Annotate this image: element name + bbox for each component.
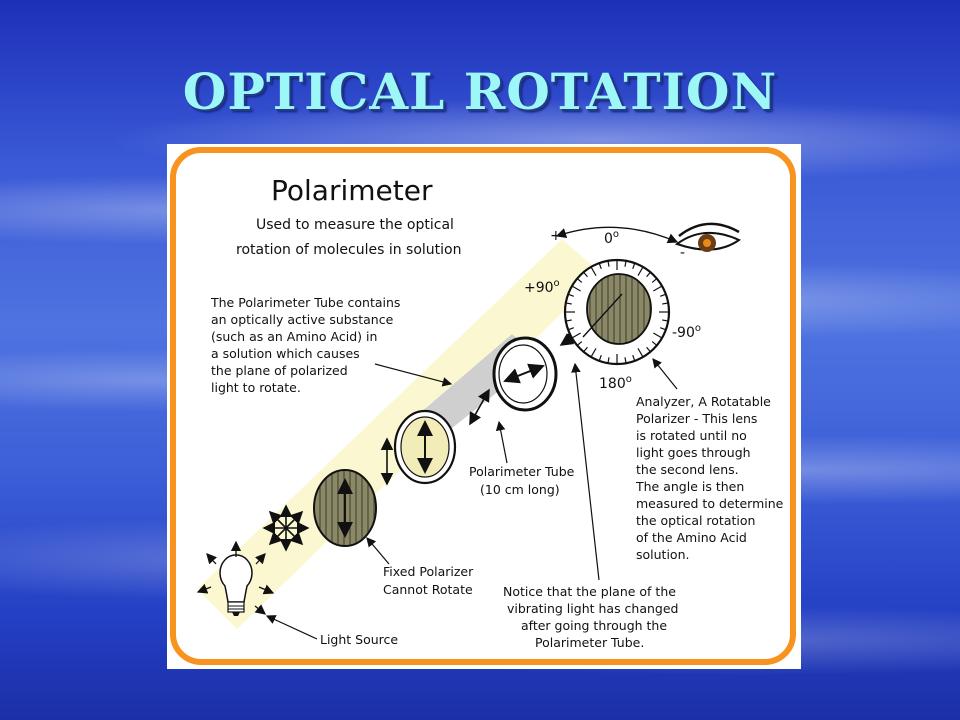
dial-tick — [624, 357, 627, 364]
dial-tick — [662, 319, 669, 322]
dial-label-180: 180o — [599, 374, 632, 392]
notice-line: Notice that the plane of the — [503, 584, 676, 599]
figure-heading: Polarimeter — [271, 174, 433, 207]
dial-tick — [660, 327, 667, 331]
dial-tick — [660, 293, 667, 297]
dial-label-plus90: +90o — [524, 278, 560, 296]
figure-subtitle-1: Used to measure the optical — [256, 217, 454, 233]
analyzer-note-line: is rotated until no — [636, 428, 747, 443]
dial-tick — [565, 319, 572, 322]
tube-label-2: (10 cm long) — [480, 482, 560, 497]
analyzer-note-line: of the Amino Acid — [636, 530, 747, 545]
slide-title: OPTICAL ROTATION — [182, 62, 778, 121]
dial-tick — [567, 327, 574, 331]
dial-tick — [637, 266, 644, 276]
tube-note-pointer — [374, 363, 453, 387]
analyzer-note-line: the second lens. — [636, 462, 739, 477]
figure-subtitle-2: rotation of molecules in solution — [236, 242, 461, 258]
dial-tick — [646, 271, 651, 278]
notice-line: Polarimeter Tube. — [535, 635, 644, 650]
dial-tick — [607, 357, 610, 364]
dial-tick — [590, 348, 597, 358]
fixed-polarizer-label-1: Fixed Polarizer — [383, 564, 474, 579]
dial-tick — [590, 266, 597, 276]
analyzer-note-line: solution. — [636, 547, 689, 562]
light-bulb-icon — [196, 540, 275, 616]
light-source-pointer — [265, 615, 318, 640]
notice-line: vibrating light has changed — [507, 601, 679, 616]
polarimeter-figure: + - 0o +90o -90o 180o Polarimeter Used t… — [167, 144, 801, 669]
notice-pointer — [571, 362, 600, 581]
dial-tick — [571, 332, 581, 339]
notice-note: Notice that the plane of the vibrating l… — [503, 584, 679, 650]
fixed-polarizer — [313, 469, 377, 547]
analyzer-note-line: Analyzer, A Rotatable — [636, 394, 771, 409]
dial-tick — [653, 332, 663, 339]
dial-tick — [646, 346, 651, 353]
eye-icon — [674, 222, 741, 252]
minus-mark: - — [680, 245, 685, 261]
dial-tick — [624, 260, 627, 267]
analyzer-dial — [563, 258, 671, 366]
tube-note-line: The Polarimeter Tube contains — [210, 295, 400, 310]
tube-note-line: an optically active substance — [211, 312, 394, 327]
tube-note-line: light to rotate. — [211, 380, 301, 395]
fixed-polarizer-pointer — [366, 537, 390, 565]
dial-label-minus90: -90o — [672, 323, 701, 341]
dial-tick — [607, 260, 610, 267]
dial-tick — [632, 355, 636, 362]
light-source-label: Light Source — [320, 632, 398, 647]
dial-tick — [571, 285, 581, 292]
tube-exit-lens — [492, 336, 558, 412]
dial-tick — [583, 346, 588, 353]
analyzer-note: Analyzer, A Rotatable Polarizer - This l… — [635, 394, 784, 562]
dial-tick — [632, 262, 636, 269]
tube-entrance-lens — [393, 409, 457, 485]
dial-tick — [565, 302, 572, 305]
analyzer-note-line: The angle is then — [635, 479, 744, 494]
rotation-arc — [555, 226, 679, 244]
tube-label-pointer — [495, 420, 508, 464]
analyzer-note-line: the optical rotation — [636, 513, 755, 528]
dial-tick — [637, 348, 644, 358]
dial-tick — [653, 285, 663, 292]
analyzer-note-line: measured to determine — [636, 496, 784, 511]
analyzer-note-pointer — [652, 358, 678, 390]
notice-line: after going through the — [521, 618, 667, 633]
dial-tick — [576, 341, 583, 346]
dial-tick — [662, 302, 669, 305]
tube-note-line: a solution which causes — [211, 346, 360, 361]
unpolarized-light-star — [262, 504, 310, 552]
tube-note: The Polarimeter Tube contains an optical… — [210, 295, 400, 395]
plus-mark: + — [550, 228, 562, 244]
tube-note-line: (such as an Amino Acid) in — [211, 329, 377, 344]
rotated-light-arrow — [469, 388, 490, 426]
analyzer-note-line: Polarizer - This lens — [636, 411, 757, 426]
dial-label-0: 0o — [604, 229, 619, 247]
dial-tick — [651, 278, 658, 283]
fixed-polarizer-label-2: Cannot Rotate — [383, 582, 473, 597]
dial-tick — [576, 278, 583, 283]
analyzer-note-line: light goes through — [636, 445, 751, 460]
tube-note-line: the plane of polarized — [211, 363, 348, 378]
dial-tick — [651, 341, 658, 346]
dial-tick — [567, 293, 574, 297]
dial-tick — [598, 355, 602, 362]
dial-tick — [598, 262, 602, 269]
dial-tick — [583, 271, 588, 278]
tube-label-1: Polarimeter Tube — [469, 464, 575, 479]
